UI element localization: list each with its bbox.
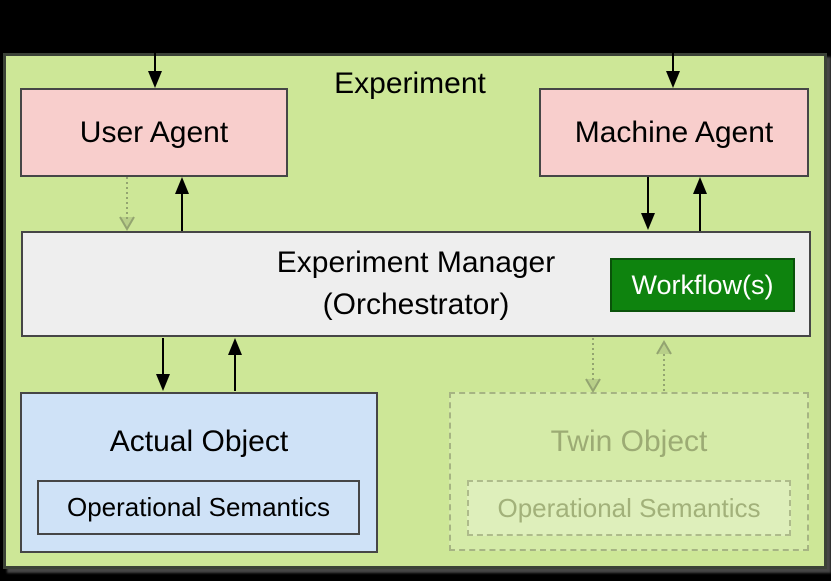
experiment-manager-label-line2: (Orchestrator) bbox=[322, 288, 510, 321]
user-agent-label: User Agent bbox=[79, 115, 229, 149]
user-agent-node: User Agent bbox=[20, 88, 288, 177]
actual-operational-semantics-node: Operational Semantics bbox=[37, 480, 360, 535]
actual-object-node: Actual Object Operational Semantics bbox=[20, 392, 378, 553]
twin-operational-semantics-label: Operational Semantics bbox=[497, 492, 761, 523]
experiment-title: Experiment bbox=[334, 67, 486, 100]
machine-agent-node: Machine Agent bbox=[539, 88, 809, 177]
twin-operational-semantics-node: Operational Semantics bbox=[467, 480, 791, 536]
machine-agent-label: Machine Agent bbox=[574, 115, 774, 149]
twin-object-node: Twin Object Operational Semantics bbox=[449, 392, 809, 551]
actual-operational-semantics-label: Operational Semantics bbox=[66, 492, 331, 522]
experiment-manager-node: Experiment Manager (Orchestrator) Workfl… bbox=[21, 231, 811, 337]
experiment-manager-label-line1: Experiment Manager bbox=[276, 246, 556, 279]
workflow-label: Workflow(s) bbox=[631, 270, 774, 300]
workflow-node: Workflow(s) bbox=[610, 258, 795, 312]
actual-object-label: Actual Object bbox=[109, 425, 289, 458]
twin-object-label: Twin Object bbox=[550, 425, 708, 458]
